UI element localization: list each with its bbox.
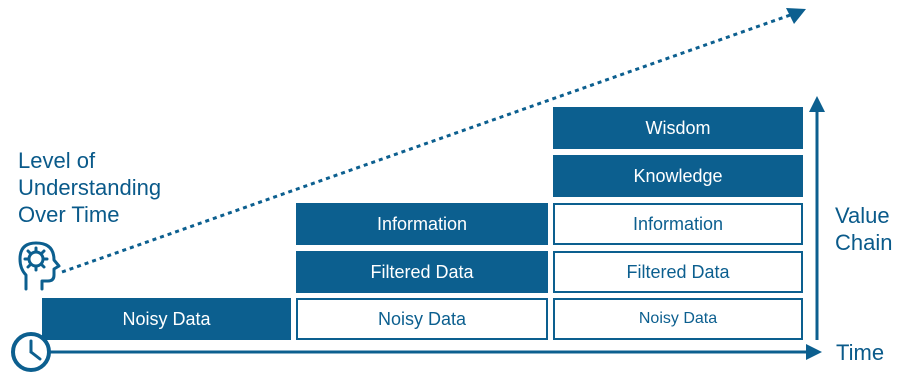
- time-axis-label: Time: [836, 340, 885, 365]
- column-2-filtered-data-block: Filtered Data: [296, 251, 548, 293]
- head-gear-icon: [18, 241, 61, 291]
- title-line-2: Understanding: [18, 175, 162, 200]
- block-label: Filtered Data: [370, 261, 474, 282]
- value-axis-head: [809, 96, 825, 112]
- column-2-noisy-data-block: Noisy Data: [296, 298, 548, 340]
- value-axis-label-line-1: Value: [835, 203, 890, 228]
- column-1-noisy-data-block: Noisy Data: [42, 298, 291, 340]
- block-label: Noisy Data: [122, 308, 211, 329]
- title-line-1: Level of: [18, 148, 96, 173]
- trend-arrow-head: [786, 8, 806, 24]
- block-label: Information: [632, 213, 724, 234]
- time-axis-head: [806, 344, 822, 360]
- block-label: Knowledge: [633, 165, 723, 186]
- trend-arrow: [61, 11, 797, 274]
- block-label: Wisdom: [645, 117, 711, 138]
- block-label: Noisy Data: [638, 310, 718, 327]
- column-3-knowledge-block: Knowledge: [553, 155, 803, 197]
- block-label: Information: [376, 213, 468, 234]
- column-3-wisdom-block: Wisdom: [553, 107, 803, 149]
- block-label: Noisy Data: [377, 308, 467, 329]
- column-3-information-block: Information: [553, 203, 803, 245]
- clock-icon: [11, 332, 51, 372]
- column-2-information-block: Information: [296, 203, 548, 245]
- title-line-3: Over Time: [18, 202, 120, 227]
- column-3-noisy-data-block: Noisy Data: [553, 298, 803, 340]
- column-3-filtered-data-block: Filtered Data: [553, 251, 803, 293]
- value-axis-label-line-2: Chain: [835, 230, 893, 255]
- block-label: Filtered Data: [626, 261, 730, 282]
